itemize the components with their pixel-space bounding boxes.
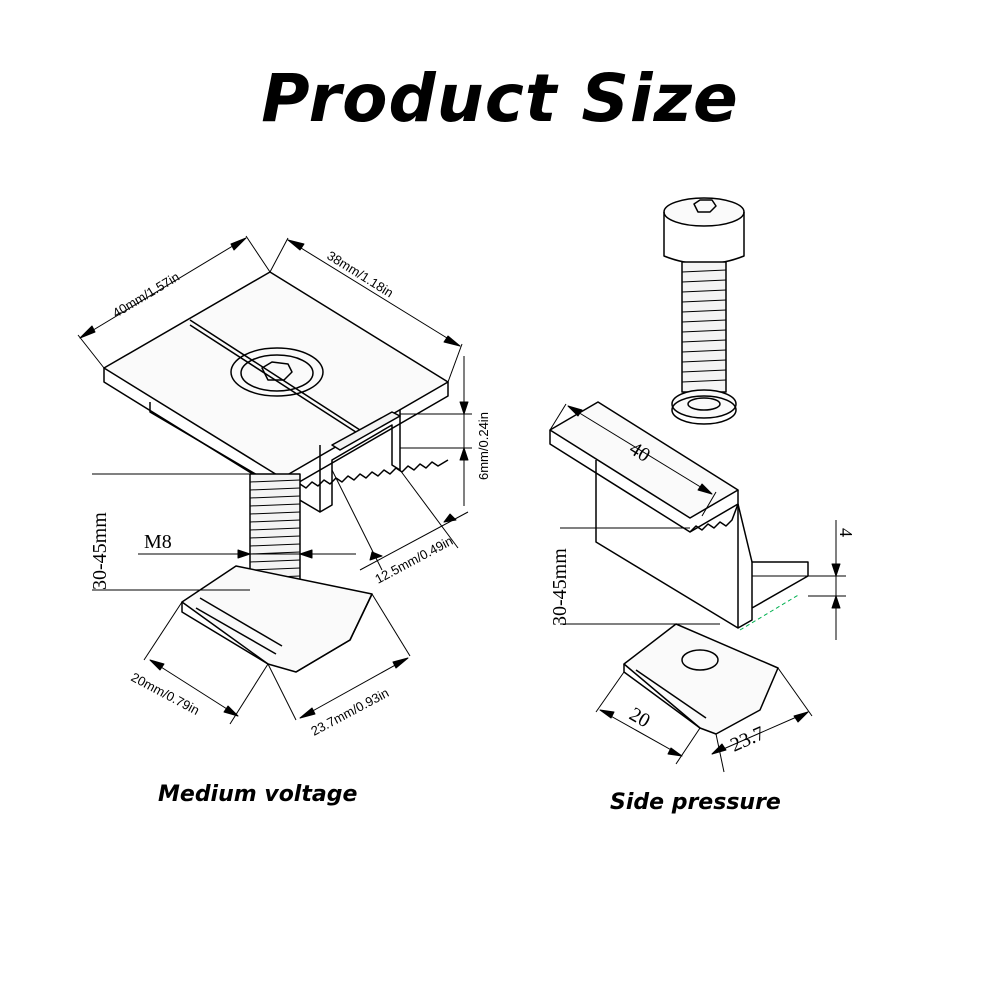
- dim-label-end-height-range: 30-45mm: [549, 548, 571, 626]
- page-title: Product Size: [261, 60, 739, 137]
- mid-clamp-bolt-head: [230, 347, 324, 397]
- dim-label-end-nut-length: 23.7: [727, 722, 768, 756]
- mid-clamp-t-nut: [181, 565, 373, 673]
- caption-end-clamp: Side pressure: [610, 790, 781, 815]
- dim-label-mid-nut-width: 20mm/0.79in: [129, 669, 202, 718]
- end-clamp-body: [549, 401, 809, 629]
- dim-label-end-nut-width: 20: [626, 703, 654, 732]
- dim-label-slot-height: 6mm/0.24in: [476, 412, 491, 480]
- dim-label-end-thickness: 4: [836, 528, 856, 537]
- end-clamp-dimension-lines: [549, 403, 846, 773]
- dim-label-bolt: M8: [144, 531, 172, 553]
- dim-label-top-right: 38mm/1.18in: [324, 248, 396, 301]
- end-clamp-drawing: [549, 197, 846, 773]
- end-clamp-cap-screw: [663, 197, 745, 425]
- mid-clamp-dimension-lines: [77, 235, 472, 725]
- mid-clamp-drawing: [77, 235, 472, 725]
- dim-label-mid-height-range: 30-45mm: [89, 512, 111, 590]
- mid-clamp-slot-body: [319, 410, 401, 513]
- dim-label-mid-nut-length: 23.7mm/0.93in: [308, 685, 391, 739]
- caption-mid-clamp: Medium voltage: [158, 782, 358, 807]
- dim-label-top-left: 40mm/1.57in: [110, 269, 182, 321]
